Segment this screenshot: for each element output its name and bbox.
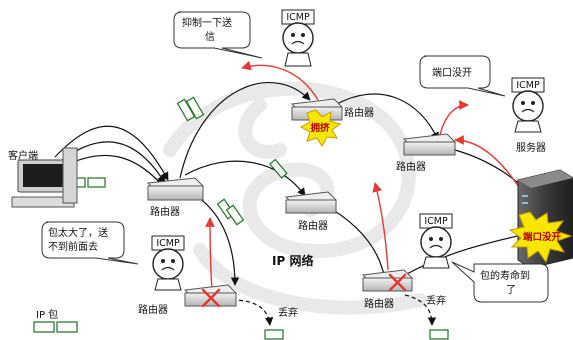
router [402, 133, 457, 156]
drop-x-mark [201, 288, 221, 308]
port-closed-label: 端口没开 [523, 231, 562, 243]
bubble-text-suppress: 抑制一下送 信 [182, 16, 235, 43]
icmp-character [151, 235, 185, 291]
drop-x-mark [388, 273, 407, 292]
drop-routes [231, 294, 437, 326]
drop-arrow-left [231, 299, 274, 326]
server-label: 服务器 [516, 141, 546, 154]
router [146, 177, 205, 201]
icmp-tag: ICMP [424, 216, 448, 227]
route-router-to-lower-left [194, 194, 240, 286]
speech-bubble-too-big [41, 221, 139, 265]
speech-bubble-suppress [173, 11, 263, 59]
bubble-text-ttl: 包的寿命到 了 [480, 269, 533, 296]
router-label: 路由器 [364, 297, 394, 310]
bubble-line: 端口没开 [432, 66, 472, 79]
route-client-to-router [54, 125, 169, 181]
bubble-line: 包的寿命到 [480, 269, 530, 282]
congestion-burst [299, 109, 342, 147]
icmp-tag: ICMP [286, 12, 310, 23]
port-closed-burst [508, 211, 573, 264]
router-label: 路由器 [298, 219, 328, 232]
bubble-line: 包太大了，送 [48, 226, 108, 239]
bubble-line: 信 [205, 31, 215, 43]
icmp-arrow-suppress [241, 60, 319, 101]
congestion-label: 拥挤 [310, 122, 330, 134]
icmp-character [511, 77, 545, 133]
ip-packet [225, 204, 245, 226]
router-label: 路由器 [138, 303, 168, 316]
router-label: 路由器 [396, 160, 426, 173]
speech-bubble-ttl [451, 261, 549, 303]
background-watermark [163, 81, 427, 315]
router-label: 路由器 [150, 205, 180, 218]
ip-packet [269, 158, 288, 179]
route-router-to-top-router [179, 82, 311, 179]
icmp-tag: ICMP [516, 80, 540, 91]
ip-packet [429, 329, 449, 340]
icmp-arrow-ttl [372, 182, 389, 271]
speech-bubble-port [419, 55, 506, 97]
router-label: 路由器 [344, 106, 374, 119]
route-router-to-middle-router [184, 160, 306, 197]
icmp-character [419, 213, 453, 269]
ip-packet-legend-label: IP 包 [36, 308, 58, 321]
router [183, 284, 238, 307]
icmp-character [281, 9, 315, 67]
router [361, 269, 414, 292]
router [284, 191, 338, 214]
legend-ip-packet [33, 321, 55, 333]
bubble-line: 不到前面去 [48, 240, 98, 253]
bubble-text-too-big: 包太大了，送 不到前面去 [48, 226, 111, 253]
bubble-line: 了 [506, 284, 516, 296]
ip-packet [176, 98, 196, 122]
bubble-line: 抑制一下送 [182, 16, 232, 29]
route-top-router-to-right-router [334, 93, 439, 141]
client-label: 客户端 [8, 149, 38, 162]
drop-label: 丢弃 [426, 294, 446, 307]
bubble-text-port: 端口没开 [432, 66, 472, 79]
drop-label: 丢弃 [278, 306, 298, 319]
ip-packet [264, 329, 284, 340]
icmp-arrow-port [439, 100, 469, 136]
drop-arrow-right [404, 294, 437, 326]
legend-ip-packet [56, 321, 78, 333]
client-computer [11, 147, 78, 208]
ip-packet [87, 177, 106, 188]
icmp-return-routes [205, 60, 531, 291]
icmp-arrow-too-big [205, 217, 215, 291]
ip-packet [185, 96, 205, 120]
icmp-tag: ICMP [156, 238, 180, 249]
network-label: IP 网络 [272, 253, 313, 268]
